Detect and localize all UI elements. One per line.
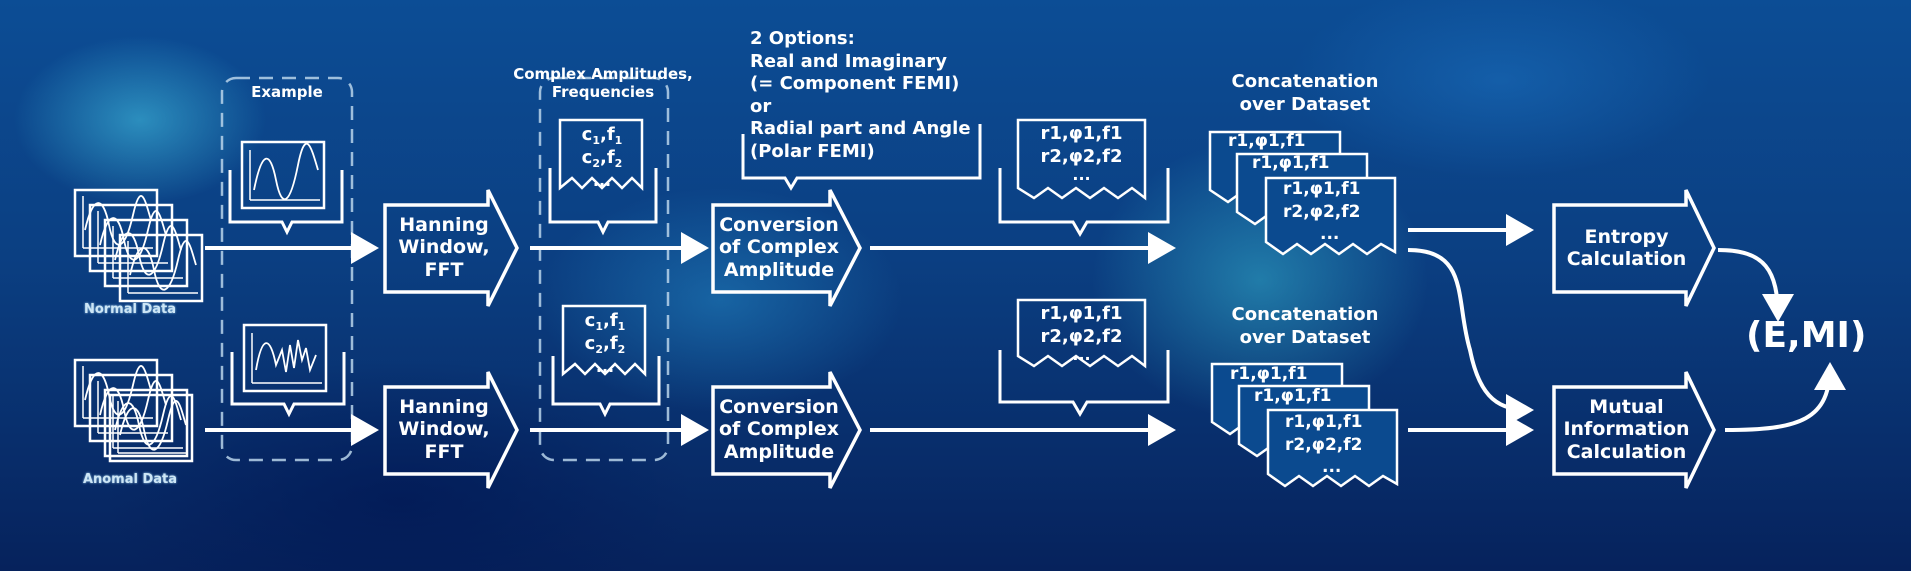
conversion-top-block bbox=[711, 189, 862, 307]
concat-top-card2-text: r1,φ1,f1 bbox=[1252, 153, 1330, 173]
concat-bottom-card1-text: r1,φ1,f1 bbox=[1230, 364, 1308, 384]
concat-bottom-card3-row2: r2,φ2,f2 bbox=[1285, 435, 1363, 455]
fft-top-label: Hanning Window, FFT bbox=[398, 214, 490, 281]
normal-data-label: Normal Data bbox=[83, 302, 177, 317]
mi-label: Mutual Information Calculation bbox=[1563, 396, 1690, 463]
concat-title-bottom: Concatenation over Dataset bbox=[1231, 304, 1379, 349]
normal-data-stack bbox=[73, 188, 204, 303]
concat-top-card3-row1: r1,φ1,f1 bbox=[1283, 179, 1361, 199]
anomal-data-label: Anomal Data bbox=[82, 472, 178, 487]
result-label: (E,MI) bbox=[1746, 315, 1867, 356]
concat-bottom-card3-row1: r1,φ1,f1 bbox=[1285, 412, 1363, 432]
conversion-bottom-block bbox=[711, 371, 862, 489]
fft-top-block bbox=[383, 189, 519, 307]
example-bottom-brace bbox=[230, 352, 346, 418]
complex-top-brace bbox=[548, 168, 658, 236]
options-callout-box bbox=[741, 124, 982, 191]
arrow-mi-to-result bbox=[1724, 362, 1846, 432]
polar-top-brace bbox=[998, 168, 1170, 237]
arrow-concat-to-mi bbox=[1407, 248, 1534, 426]
complex-bottom-brace bbox=[551, 356, 661, 418]
mi-block bbox=[1552, 371, 1716, 489]
polar-card-bottom bbox=[1016, 298, 1147, 369]
concat-top-card1-text: r1,φ1,f1 bbox=[1228, 131, 1306, 151]
concat-top-card3-dots: ... bbox=[1320, 224, 1340, 244]
arrow-entropy-to-result bbox=[1717, 248, 1794, 322]
fft-bottom-label: Hanning Window, FFT bbox=[398, 396, 490, 463]
concat-stack-bottom bbox=[1210, 362, 1399, 488]
example-label: Example bbox=[251, 83, 323, 101]
entropy-block bbox=[1552, 189, 1716, 307]
conversion-top-label: Conversion of Complex Amplitude bbox=[719, 214, 839, 281]
polar-values-top: r1,φ1,f1 r2,φ2,f2 ... bbox=[1040, 123, 1123, 185]
polar-values-bottom: r1,φ1,f1 r2,φ2,f2 ... bbox=[1040, 303, 1123, 365]
complex-values-top: c1,f1 c2,f2 ... bbox=[581, 124, 623, 191]
concat-bottom-card3-dots: ... bbox=[1322, 457, 1342, 477]
example-top-brace bbox=[228, 170, 344, 236]
example-normal-chart bbox=[240, 140, 326, 210]
complex-card-bottom bbox=[561, 304, 647, 378]
polar-bottom-brace bbox=[998, 350, 1170, 417]
concat-bottom-card2-text: r1,φ1,f1 bbox=[1254, 386, 1332, 406]
example-dashed-box bbox=[220, 76, 354, 462]
concat-title-top: Concatenation over Dataset bbox=[1231, 71, 1379, 116]
polar-card-top bbox=[1016, 118, 1147, 201]
complex-heading: Complex Amplitudes, Frequencies bbox=[513, 65, 693, 101]
complex-values-bottom: c1,f1 c2,f2 ... bbox=[584, 310, 626, 377]
complex-card-top bbox=[558, 118, 644, 192]
concat-top-card3-row2: r2,φ2,f2 bbox=[1283, 202, 1361, 222]
entropy-label: Entropy Calculation bbox=[1566, 226, 1687, 271]
example-anomal-chart bbox=[242, 323, 328, 393]
concat-stack-top bbox=[1208, 130, 1397, 256]
options-text: 2 Options: Real and Imaginary (= Compone… bbox=[750, 28, 971, 162]
anomal-data-stack bbox=[73, 358, 194, 463]
complex-dashed-box bbox=[538, 76, 670, 462]
conversion-bottom-label: Conversion of Complex Amplitude bbox=[719, 396, 839, 463]
fft-bottom-block bbox=[383, 371, 519, 489]
